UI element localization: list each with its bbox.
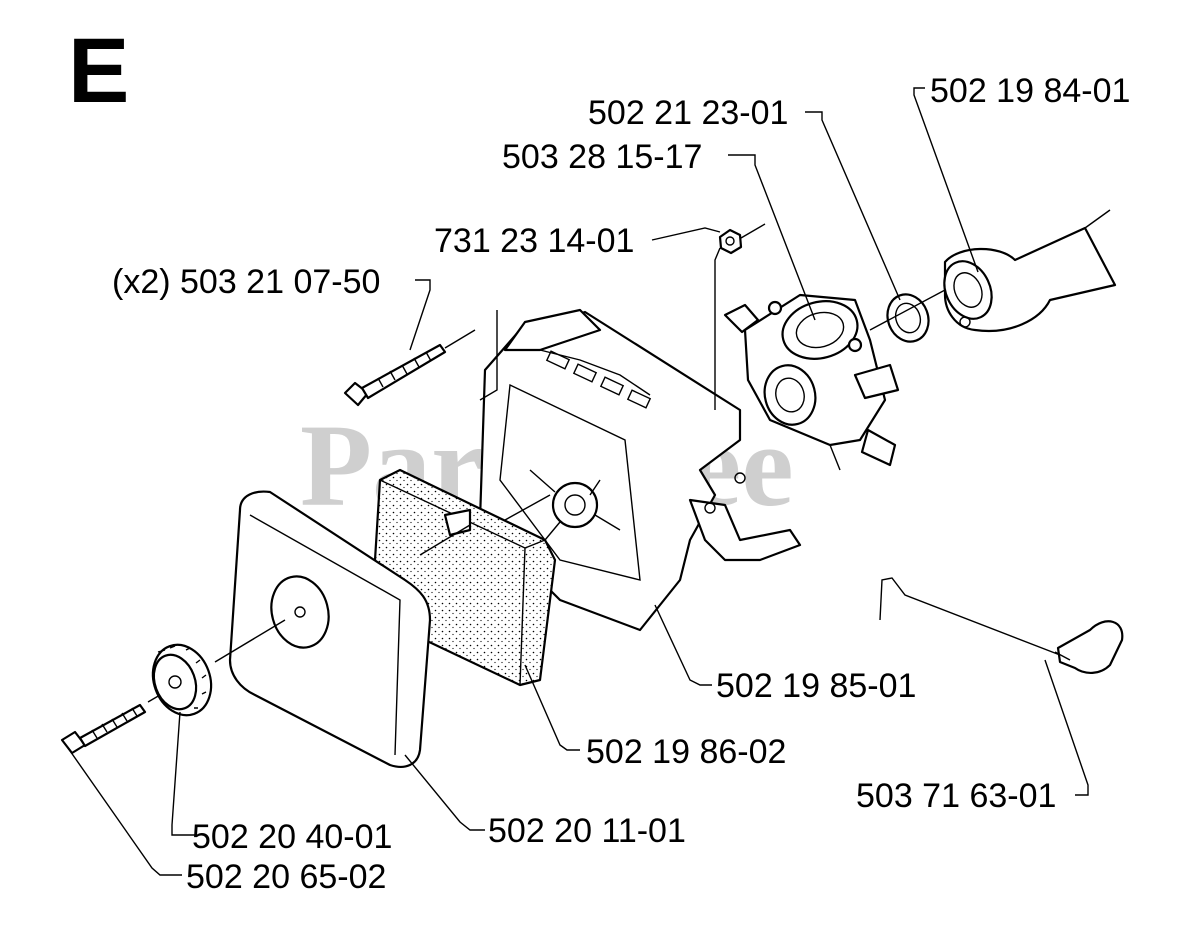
label-502-19-84-01: 502 19 84-01 [930, 72, 1130, 110]
leader-lines [67, 87, 1089, 876]
section-letter: E [68, 20, 129, 122]
carburetor-part [723, 293, 900, 471]
screw-part [60, 703, 147, 755]
nut-part [718, 223, 766, 255]
intake-elbow-part [943, 209, 1117, 333]
label-503-28-15-17: 503 28 15-17 [502, 138, 702, 176]
gasket-ring-part [886, 293, 930, 343]
label-502-20-40-01: 502 20 40-01 [192, 818, 392, 856]
label-503-71-63-01: 503 71 63-01 [856, 777, 1056, 815]
carburetor-axis-line [869, 289, 946, 331]
label-502-19-85-01: 502 19 85-01 [716, 667, 916, 705]
label-503-21-07-50: (x2) 503 21 07-50 [112, 263, 380, 301]
label-502-20-11-01: 502 20 11-01 [488, 812, 686, 850]
rod-part [879, 577, 1124, 674]
filter-cover-part [228, 490, 432, 768]
bolt-part [343, 329, 476, 407]
label-502-20-65-02: 502 20 65-02 [186, 858, 386, 896]
part-labels: 502 19 84-01 502 21 23-01 503 28 15-17 7… [112, 72, 1130, 896]
label-502-19-86-02: 502 19 86-02 [586, 733, 786, 771]
label-731-23-14-01: 731 23 14-01 [434, 222, 634, 260]
label-502-21-23-01: 502 21 23-01 [588, 94, 788, 132]
knob-part [151, 643, 213, 717]
